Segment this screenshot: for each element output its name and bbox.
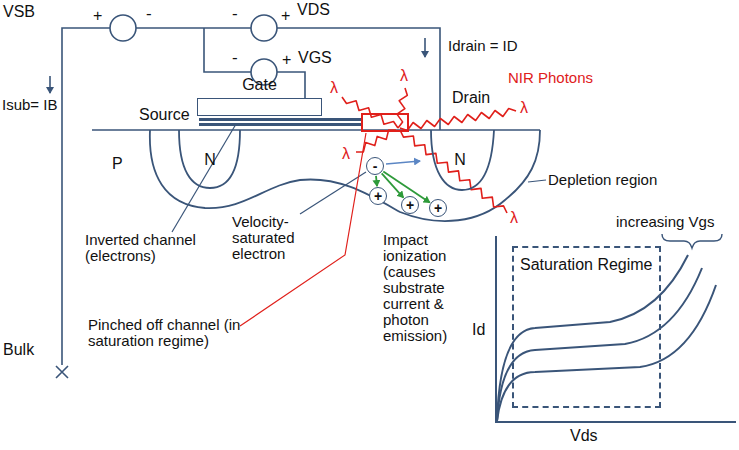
current-label: Isub= IB — [2, 97, 57, 113]
source-voltage-name: VDS — [297, 2, 330, 18]
polarity-sign: - — [232, 50, 238, 66]
source-n-region: N — [178, 130, 242, 192]
polarity-sign: - — [232, 6, 238, 22]
current-arrow — [424, 38, 426, 57]
charge-sign: - — [373, 159, 378, 173]
charge-sign: + — [406, 198, 414, 212]
photon-rays — [342, 88, 516, 213]
chart-axes — [496, 236, 736, 422]
wavelength-symbol: λ — [520, 100, 528, 116]
photon-label: NIR Photons — [508, 70, 593, 86]
axis-label: Vds — [570, 428, 598, 444]
voltage-source-symbol — [110, 15, 136, 41]
brace — [662, 234, 722, 248]
inverted-channel — [199, 118, 362, 121]
wavelength-symbol: λ — [400, 68, 408, 84]
n-region-boundary — [431, 130, 494, 190]
region-callout: Pinched off channel (in saturation regim… — [88, 317, 252, 349]
hole-circle: + — [401, 196, 419, 214]
photon-ray — [400, 109, 516, 131]
drain-n-region: N — [430, 130, 496, 192]
source-voltage-name: VGS — [298, 50, 332, 66]
axis-label: Id — [472, 322, 485, 338]
polarity-sign: + — [93, 8, 102, 24]
mechanism-note: Impact ionization (causes substrate curr… — [383, 232, 465, 344]
gate-wire — [277, 72, 305, 98]
charge-sign: + — [434, 201, 442, 215]
region-callout: Inverted channel (electrons) — [85, 232, 211, 264]
terminal-name: Source — [139, 107, 190, 123]
photon-ray — [397, 88, 407, 128]
hole-circle: + — [369, 187, 387, 205]
current-label: Idrain = ID — [448, 38, 518, 54]
region-callout: Depletion region — [548, 172, 657, 188]
electron-velocity-arrow — [386, 161, 420, 164]
charge-sign: + — [374, 189, 382, 203]
doping-label: N — [200, 152, 220, 168]
polarity-sign: + — [282, 52, 291, 68]
region-callout: Velocity-saturated electron — [232, 214, 310, 262]
hole-circle: + — [429, 199, 447, 217]
polarity-sign: + — [281, 8, 290, 24]
n-region-boundary — [179, 130, 240, 188]
wavelength-symbol: λ — [330, 80, 338, 96]
depletion-boundary — [150, 130, 540, 221]
gate-return-wire — [204, 28, 251, 72]
wavelength-symbol: λ — [342, 146, 350, 162]
region-label: Saturation Regime — [520, 257, 653, 273]
id-vds-curve — [497, 268, 702, 421]
leader-line — [172, 124, 236, 232]
gate-electrode: Gate — [197, 98, 322, 116]
current-arrow — [49, 76, 51, 93]
photon-ray — [356, 130, 396, 152]
gate-label: Gate — [198, 77, 321, 93]
substrate-type: P — [112, 156, 123, 172]
electron-circle: - — [366, 157, 384, 175]
terminal-name: Bulk — [3, 342, 34, 358]
saturation-regime-box: Saturation Regime — [512, 246, 661, 408]
voltage-source-symbol — [251, 15, 277, 41]
bulk-wire — [62, 28, 110, 365]
silicon-surface — [92, 129, 540, 131]
photon-ray — [400, 130, 507, 213]
terminal-name: Drain — [452, 90, 490, 106]
bulk-terminal-cross — [56, 366, 68, 378]
wavelength-symbol: λ — [510, 210, 518, 226]
curve-note: increasing Vgs — [616, 214, 714, 230]
polarity-sign: - — [146, 6, 152, 22]
source-wire — [136, 27, 251, 29]
inverted-channel — [199, 123, 362, 126]
impact-arrow — [376, 176, 377, 186]
doping-label: N — [450, 152, 470, 168]
leader-line — [528, 180, 546, 182]
source-voltage-name: VSB — [3, 4, 35, 20]
photon-ray — [342, 97, 398, 128]
